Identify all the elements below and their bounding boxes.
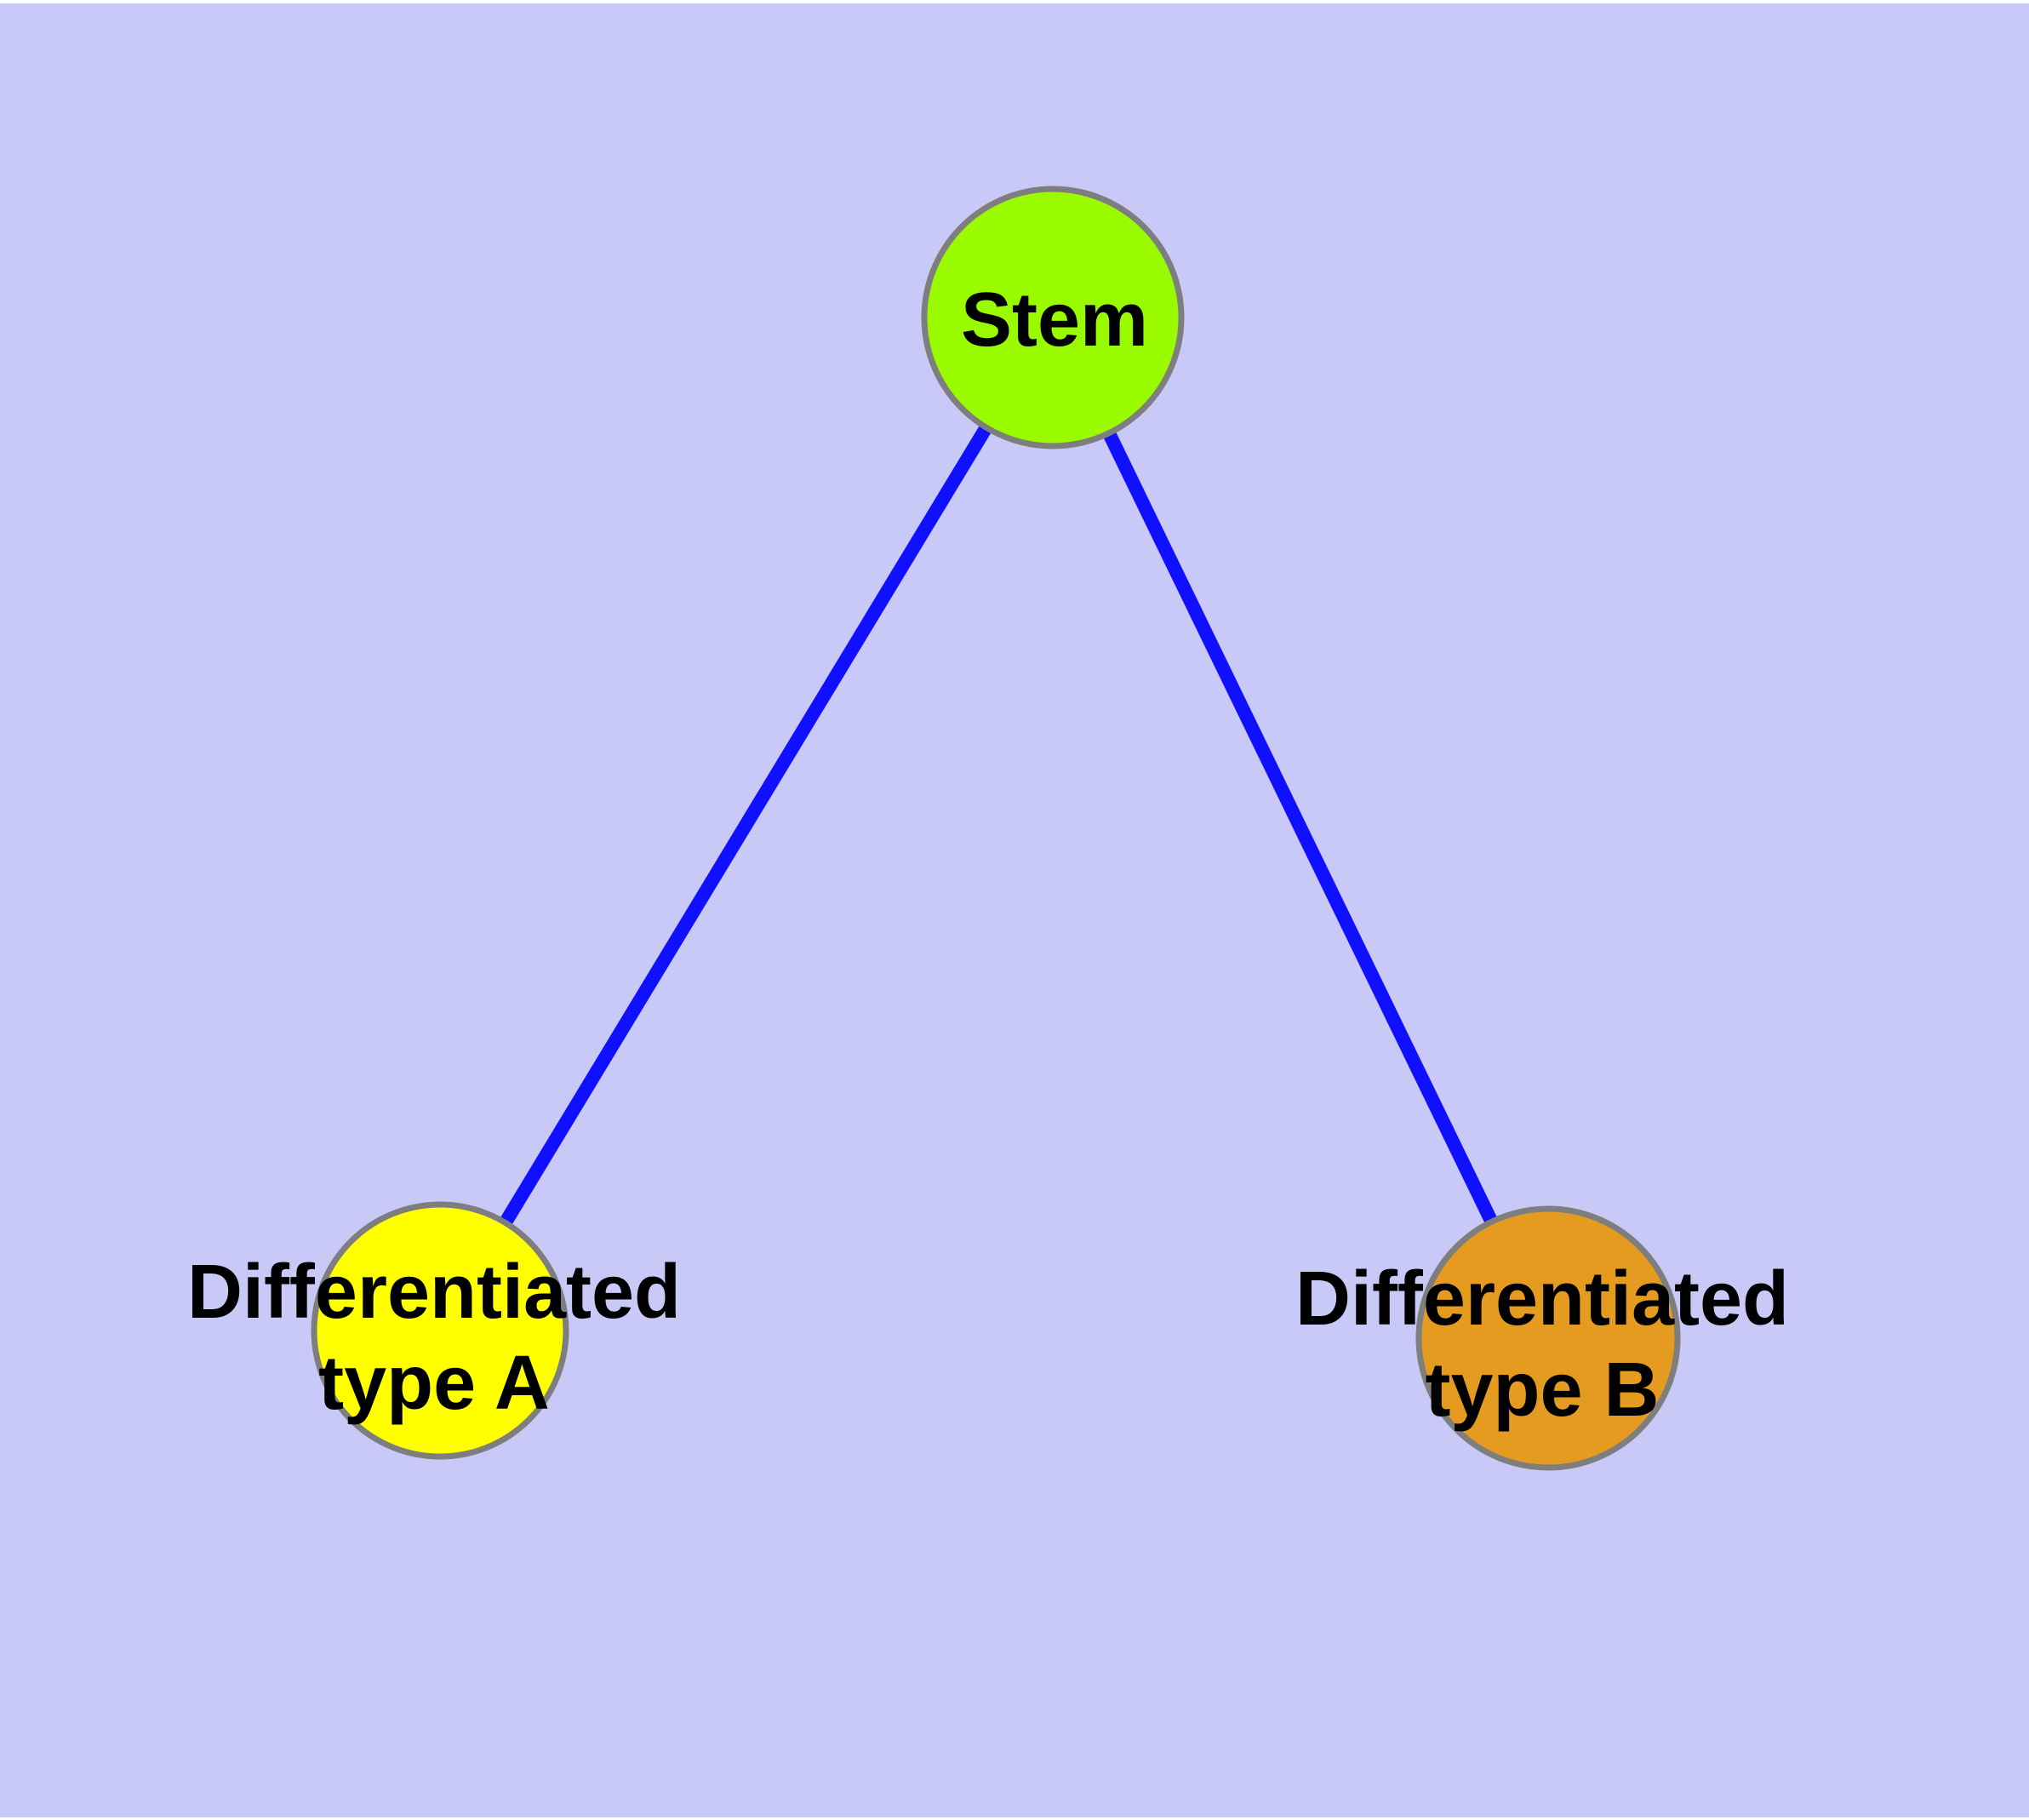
node-stem bbox=[921, 186, 1185, 449]
node-type-b-label-line1: Differentiated bbox=[1295, 1256, 1789, 1342]
node-type-a bbox=[311, 1201, 569, 1460]
edge-stem-to-type-b bbox=[1046, 314, 1555, 1342]
node-type-b bbox=[1415, 1205, 1681, 1471]
node-type-a-label-line1: Differentiated bbox=[187, 1250, 681, 1335]
node-type-a-label-line2: type A bbox=[318, 1341, 550, 1426]
edge-stem-to-type-a bbox=[434, 313, 1059, 1335]
node-type-b-label-line2: type B bbox=[1425, 1348, 1659, 1433]
node-stem-label: Stem bbox=[961, 278, 1148, 363]
